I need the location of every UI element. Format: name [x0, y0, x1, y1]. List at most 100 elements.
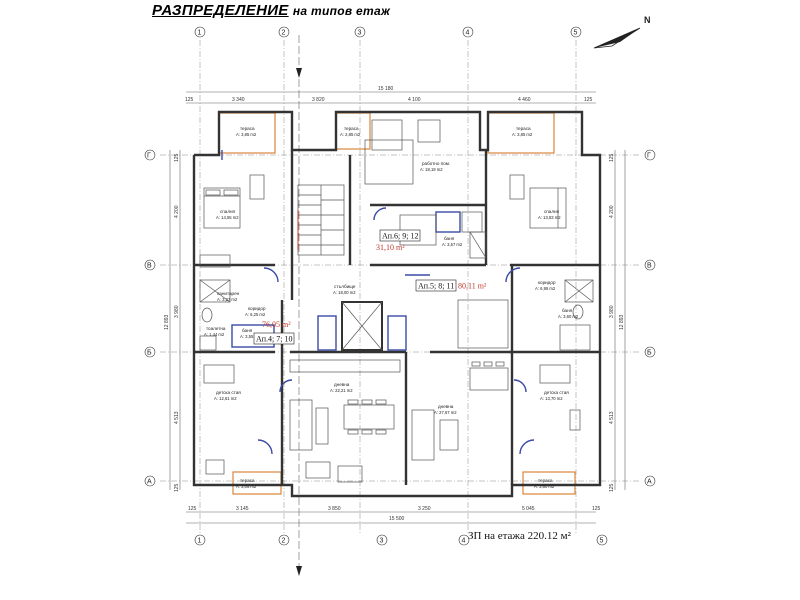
dim-left-3: 4 513: [174, 411, 180, 424]
axis-col-2-top: 2: [282, 30, 286, 37]
living-room-furniture: [289, 119, 509, 483]
dimension-lines: 15 180 125 3 340 3 820 4 100 4 460 125 1…: [164, 86, 626, 524]
axis-col-5-bottom: 5: [600, 538, 604, 545]
room-10-area: А: 18,00 m2: [333, 290, 356, 295]
room-16-name: дневна: [438, 404, 454, 409]
axis-col-4-top: 4: [466, 30, 470, 37]
room-17-area: А: 13,70 m2: [540, 396, 563, 401]
room-9-area: А: 3,60 m2: [558, 314, 579, 319]
room-5-area: А: 13,83 m2: [538, 215, 561, 220]
apartment-area-right: 80,11 m²: [458, 282, 487, 291]
room-15-name: дневна: [334, 382, 350, 387]
room-10-name: стълбище: [334, 284, 356, 289]
elevator-shaft: [317, 301, 407, 351]
dim-right-3: 4 513: [609, 411, 615, 424]
dim-bottom-2: 3 850: [328, 506, 341, 512]
room-1-name: тераса: [344, 126, 359, 131]
apartment-label-left: Ап.4; 7; 10: [256, 335, 293, 344]
room-11-name: коридор: [248, 306, 266, 311]
dim-left-0: 125: [174, 153, 180, 162]
room-11-area: А: 6,25 m2: [245, 312, 266, 317]
building-walls: [192, 110, 602, 498]
room-7-area: А: 3,27 m2: [217, 297, 238, 302]
room-14-area: А: 12,61 m2: [214, 396, 237, 401]
plan-title-sub: на типов етаж: [292, 4, 391, 18]
room-4-area: А: 14,55 m2: [216, 215, 239, 220]
room-7-name: санитарен: [217, 291, 240, 296]
axis-col-2-bottom: 2: [282, 538, 286, 545]
dim-left-2: 3 980: [174, 305, 180, 318]
plan-title: РАЗПРЕДЕЛЕНИЕ на типов етаж: [152, 2, 390, 19]
terraces: [218, 112, 576, 495]
dim-top-3: 4 100: [408, 97, 421, 103]
room-13-name: тоалетна: [206, 326, 226, 331]
north-arrow-icon: N: [593, 15, 651, 49]
dim-top-1: 3 340: [232, 97, 245, 103]
room-19-name: тераса: [538, 478, 553, 483]
axis-col-3-top: 3: [358, 30, 362, 37]
room-3-name: тераса: [516, 126, 531, 131]
bedroom-furniture: [203, 174, 581, 475]
apartment-area-studio: 31,10 m²: [376, 243, 405, 252]
dim-right-1: 4 200: [609, 205, 615, 218]
room-labels: тераса А: 3,85 m2 тераса А: 2,85 m2 рабо…: [204, 126, 579, 489]
dim-top-2: 3 820: [312, 97, 325, 103]
dim-bottom-total: 15 500: [389, 516, 405, 522]
axis-col-1-top: 1: [198, 30, 202, 37]
room-14-name: детска стая: [216, 390, 241, 395]
room-12-name: баня: [242, 328, 253, 333]
axis-row-b-right: Б: [647, 350, 652, 357]
room-13-area: А: 1,44 m2: [204, 332, 225, 337]
axis-bubbles-rows: Г В Б А Г В Б А: [144, 149, 656, 487]
room-16-area: А: 27,67 m2: [434, 410, 457, 415]
room-18-area: А: 3,05 m2: [236, 484, 257, 489]
dim-bottom-0: 125: [188, 506, 197, 512]
dim-bottom-4: 5 045: [522, 506, 535, 512]
axis-col-4-bottom: 4: [462, 538, 466, 545]
dim-top-0: 125: [185, 97, 194, 103]
axis-col-5-top: 5: [574, 30, 578, 37]
room-8-name: коридор: [538, 280, 556, 285]
room-4-name: спалня: [220, 209, 236, 214]
doors: [221, 150, 535, 455]
room-0-area: А: 3,85 m2: [236, 132, 257, 137]
total-floor-area: ЗП на етажа 220.12 м²: [468, 530, 571, 542]
staircase: [297, 184, 345, 256]
room-18-name: тераса: [240, 478, 255, 483]
room-3-area: А: 3,85 m2: [512, 132, 533, 137]
apartment-label-studio: Ап.6; 9; 12: [382, 232, 419, 241]
plan-title-main: РАЗПРЕДЕЛЕНИЕ: [152, 2, 289, 19]
axis-row-v-right: В: [647, 263, 652, 270]
apartment-label-right: Ап.5; 8; 11: [418, 282, 454, 291]
room-0-name: тераса: [240, 126, 255, 131]
room-6-name: баня: [444, 236, 455, 241]
room-2-name: работно пом.: [422, 161, 450, 166]
axis-col-1-bottom: 1: [198, 538, 202, 545]
apartment-tags: Ап.4; 7; 10 76,05 m² Ап.5; 8; 11 80,11 m…: [253, 229, 487, 345]
dim-bottom-1: 3 145: [236, 506, 249, 512]
room-5-name: спалня: [544, 209, 560, 214]
dim-bottom-3: 3 250: [418, 506, 431, 512]
axis-bubbles-top: 1 2 3 4 5: [194, 26, 582, 38]
wet-rooms: [199, 211, 594, 351]
axis-row-a-left: А: [147, 479, 152, 486]
axis-row-g-left: Г: [147, 153, 151, 160]
dim-top-4: 4 460: [518, 97, 531, 103]
dim-right-total: 12 893: [619, 314, 625, 330]
axis-row-v-left: В: [147, 263, 152, 270]
room-19-area: А: 3,80 m2: [534, 484, 555, 489]
dim-top-total: 15 180: [378, 86, 394, 92]
north-label: N: [644, 15, 651, 25]
dim-right-0: 125: [609, 153, 615, 162]
axis-row-b-left: Б: [147, 350, 152, 357]
room-9-name: баня: [562, 308, 573, 313]
room-1-area: А: 2,85 m2: [340, 132, 361, 137]
axis-bubbles-bottom: 1 2 3 4 5: [194, 534, 608, 546]
dim-bottom-5: 125: [592, 506, 601, 512]
dim-top-5: 125: [584, 97, 593, 103]
room-12-area: А: 3,55 m2: [240, 334, 261, 339]
room-6-area: А: 3,57 m2: [442, 242, 463, 247]
room-17-name: детска стая: [544, 390, 569, 395]
room-8-area: А: 6,95 m2: [535, 286, 556, 291]
